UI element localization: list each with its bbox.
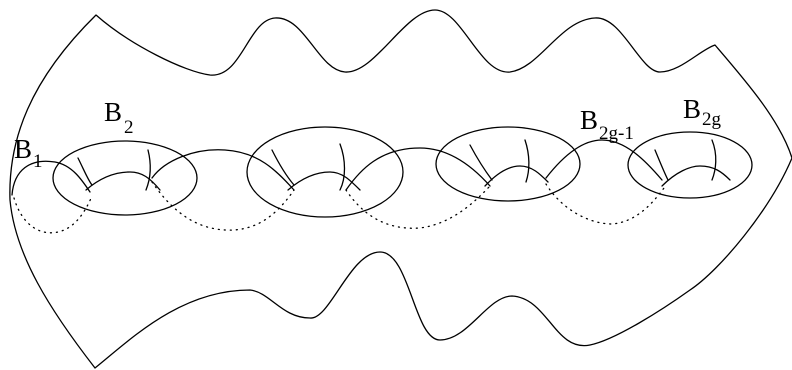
surface-outline	[10, 10, 792, 368]
handle-1-loop	[53, 141, 197, 215]
handle-1	[53, 141, 197, 215]
handle-3-hole-upper	[470, 145, 492, 180]
label-b2g-main: B	[683, 94, 701, 124]
chain-curve-back	[14, 182, 664, 233]
label-b2-main: B	[104, 97, 122, 127]
label-b2g-1-main: B	[580, 105, 598, 135]
handle-1-hole-upper	[78, 158, 92, 185]
handle-4-hole-upper	[655, 150, 668, 180]
handle-2-hole-upper	[272, 150, 294, 185]
handle-4-hole-lower	[662, 166, 730, 186]
handle-1-hole-upper-right	[146, 150, 150, 190]
label-b2: B 2	[104, 97, 134, 138]
label-b2g: B 2g	[683, 94, 722, 130]
label-b2g-1: B 2g-1	[580, 105, 634, 144]
handle-4-hole-upper-right	[712, 140, 716, 180]
label-b1-main: B	[14, 134, 32, 164]
handle-2-hole-lower	[288, 172, 360, 190]
label-b2-sub: 2	[124, 117, 134, 138]
handle-3-hole-upper-right	[525, 140, 529, 182]
label-b1: B 1	[14, 134, 43, 172]
handle-2-hole-upper-right	[340, 144, 345, 190]
label-b2g-sub: 2g	[702, 109, 722, 130]
handle-4	[628, 132, 752, 198]
handle-3-hole-lower	[485, 166, 548, 186]
handle-4-loop	[628, 132, 752, 198]
handle-2	[247, 127, 403, 217]
label-b1-sub: 1	[33, 151, 43, 172]
label-b2g-1-sub: 2g-1	[599, 123, 634, 144]
